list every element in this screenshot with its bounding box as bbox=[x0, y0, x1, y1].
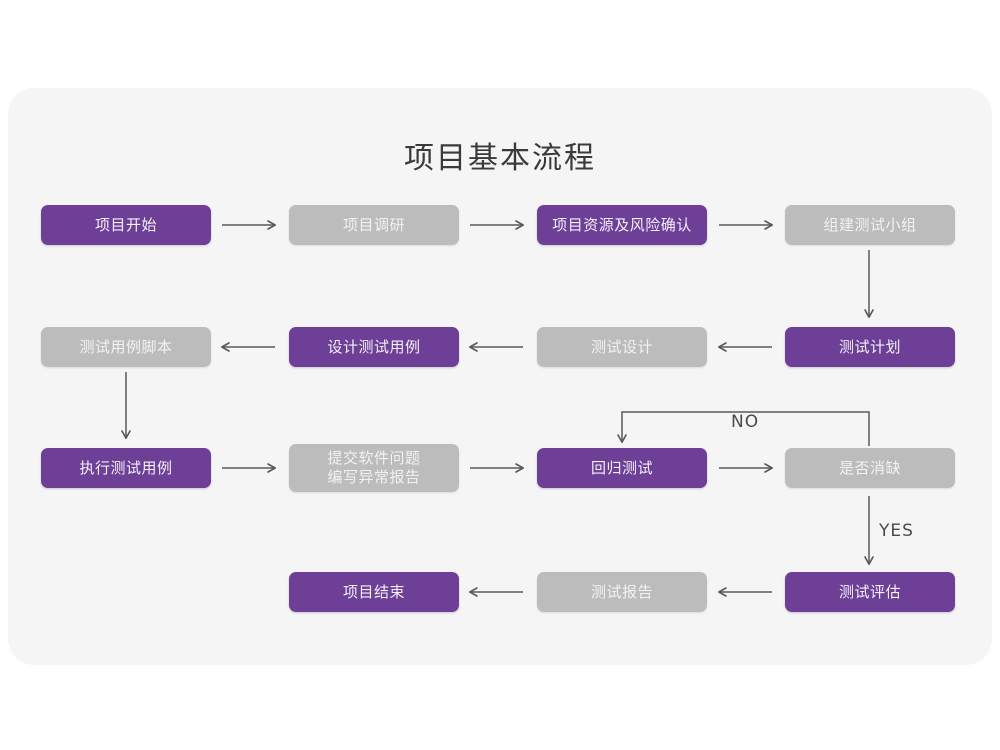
node-submit-defect-report[interactable]: 提交软件问题 编写异常报告 bbox=[289, 444, 459, 492]
node-project-research[interactable]: 项目调研 bbox=[289, 205, 459, 245]
flowchart-panel bbox=[8, 88, 992, 665]
node-regression-test[interactable]: 回归测试 bbox=[537, 448, 707, 488]
node-test-plan[interactable]: 测试计划 bbox=[785, 327, 955, 367]
node-execute-test-case[interactable]: 执行测试用例 bbox=[41, 448, 211, 488]
node-form-test-team[interactable]: 组建测试小组 bbox=[785, 205, 955, 245]
edge-label-no: NO bbox=[731, 412, 760, 432]
node-project-start[interactable]: 项目开始 bbox=[41, 205, 211, 245]
node-design-test-case[interactable]: 设计测试用例 bbox=[289, 327, 459, 367]
node-test-evaluation[interactable]: 测试评估 bbox=[785, 572, 955, 612]
node-resource-risk-confirm[interactable]: 项目资源及风险确认 bbox=[537, 205, 707, 245]
page-title: 项目基本流程 bbox=[404, 141, 596, 176]
node-test-case-script[interactable]: 测试用例脚本 bbox=[41, 327, 211, 367]
node-defect-resolved-decision[interactable]: 是否消缺 bbox=[785, 448, 955, 488]
node-test-design[interactable]: 测试设计 bbox=[537, 327, 707, 367]
node-test-report[interactable]: 测试报告 bbox=[537, 572, 707, 612]
edge-label-yes: YES bbox=[879, 521, 914, 541]
node-project-end[interactable]: 项目结束 bbox=[289, 572, 459, 612]
